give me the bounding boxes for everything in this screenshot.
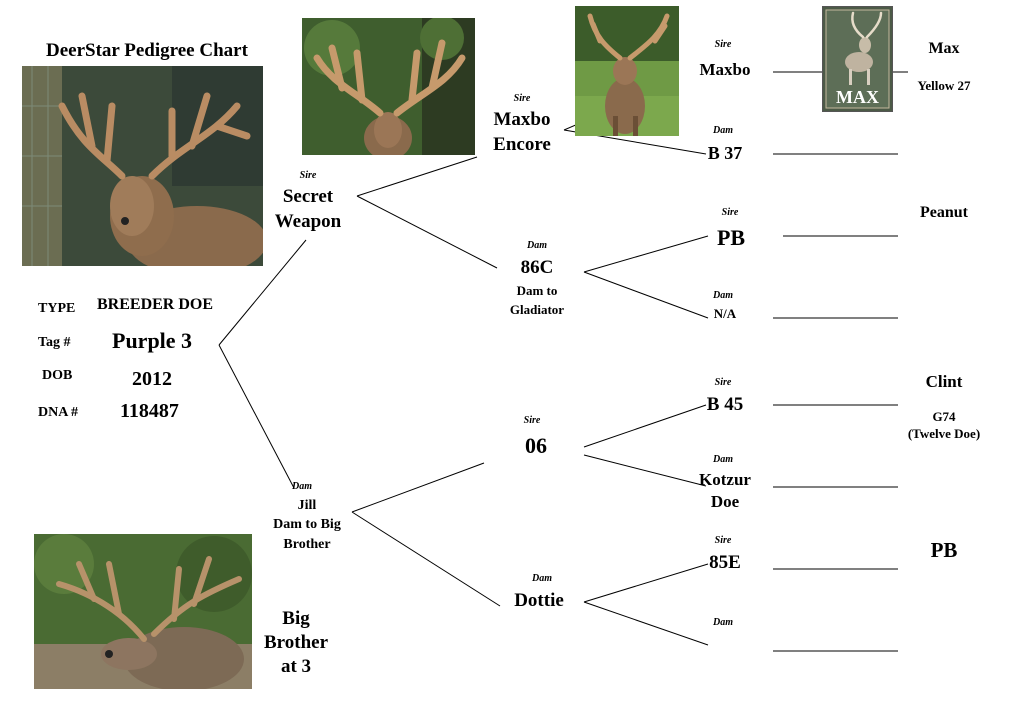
connector-86c-to-na	[583, 271, 709, 319]
gen2-sire-sire-name-line2: Encore	[493, 134, 551, 155]
connector-sire-to-86c	[356, 195, 498, 269]
type-label: TYPE	[38, 301, 76, 316]
gen1-sire-name-line2: Weapon	[274, 211, 342, 232]
gen2-sire-sire-name-line1: Maxbo	[493, 109, 551, 130]
gen4-g74-line2: (Twelve Doe)	[907, 426, 981, 441]
connector-sire-to-maxbo-encore	[356, 156, 478, 197]
gen4-clint: Clint	[925, 372, 963, 391]
gen3-2-name: B 37	[707, 143, 743, 163]
gen1-dam-role: Dam	[292, 481, 312, 492]
gen4-max: Max	[928, 40, 960, 57]
gen2-sire-dam-note-line2: Gladiator	[509, 302, 565, 317]
connector-doe-to-sire	[218, 239, 307, 346]
gen2-sire-sire-role: Sire	[513, 93, 531, 104]
secret-weapon-photo	[302, 18, 475, 155]
type-value: BREEDER DOE	[97, 296, 214, 313]
gen1-dam-name-line2: Dam to Big	[273, 517, 341, 532]
caption-line1: Big	[282, 608, 310, 629]
maxbo-photo	[575, 6, 679, 136]
gen3-3-role: Sire	[721, 207, 739, 218]
gen3-7-name: 85E	[709, 552, 741, 573]
connector-dam-to-dottie	[351, 511, 501, 607]
gen4-pb: PB	[930, 538, 958, 562]
connector-86c-to-pb	[583, 235, 709, 273]
connector-06-to-b45	[583, 404, 707, 448]
gen3-5-name: B 45	[706, 394, 744, 415]
gen3-6-role: Dam	[713, 454, 733, 465]
gen3-8-role: Dam	[713, 617, 733, 628]
caption-line3: at 3	[280, 656, 312, 677]
big-brother-photo	[34, 534, 252, 689]
gen2-sire-dam-role: Dam	[527, 240, 547, 251]
gen4-yellow: Yellow 27	[917, 78, 971, 93]
gen1-sire-name-line1: Secret	[282, 186, 334, 207]
gen2-dam-sire-role: Sire	[523, 415, 541, 426]
tag-value: Purple 3	[112, 328, 193, 353]
connector-06-to-kotzur	[583, 454, 707, 487]
connector-dam-to-06	[351, 462, 485, 513]
gen3-5-role: Sire	[714, 377, 732, 388]
gen1-dam-name-line3: Brother	[283, 537, 331, 552]
dob-value: 2012	[132, 368, 172, 390]
gen2-dam-dam-name: Dottie	[514, 590, 564, 611]
tag-label: Tag #	[38, 335, 71, 350]
chart-title: DeerStar Pedigree Chart	[46, 40, 248, 61]
gen2-sire-dam-note-line1: Dam to	[516, 283, 558, 298]
dna-label: DNA #	[38, 405, 79, 420]
connector-doe-to-dam	[218, 344, 295, 489]
breeder-photo	[22, 66, 263, 266]
gen4-peanut: Peanut	[920, 204, 968, 221]
max-photo-label: MAX	[836, 87, 879, 107]
max-photo: MAX	[822, 6, 893, 112]
gen2-sire-dam-name: 86C	[520, 257, 554, 278]
gen3-6-name-line1: Kotzur	[699, 470, 751, 489]
gen3-7-role: Sire	[714, 535, 732, 546]
gen1-dam-name-line1: Jill	[297, 498, 317, 513]
dob-label: DOB	[42, 368, 73, 383]
gen2-dam-sire-name: 06	[525, 433, 547, 458]
gen2-dam-dam-role: Dam	[532, 573, 552, 584]
connector-dottie-to-85e	[583, 563, 709, 603]
connector-dottie-to-dam	[583, 601, 709, 646]
gen3-2-role: Dam	[713, 125, 733, 136]
gen3-1-name: Maxbo	[699, 60, 751, 79]
gen3-1-role: Sire	[714, 39, 732, 50]
gen3-4-name: N/A	[713, 306, 737, 321]
gen3-4-role: Dam	[713, 290, 733, 301]
gen3-6-name-line2: Doe	[710, 492, 740, 511]
dna-value: 118487	[120, 400, 179, 422]
gen4-g74-line1: G74	[932, 409, 956, 424]
caption-line2: Brother	[263, 632, 329, 653]
gen3-3-name: PB	[716, 225, 746, 250]
gen1-sire-role: Sire	[299, 170, 317, 181]
